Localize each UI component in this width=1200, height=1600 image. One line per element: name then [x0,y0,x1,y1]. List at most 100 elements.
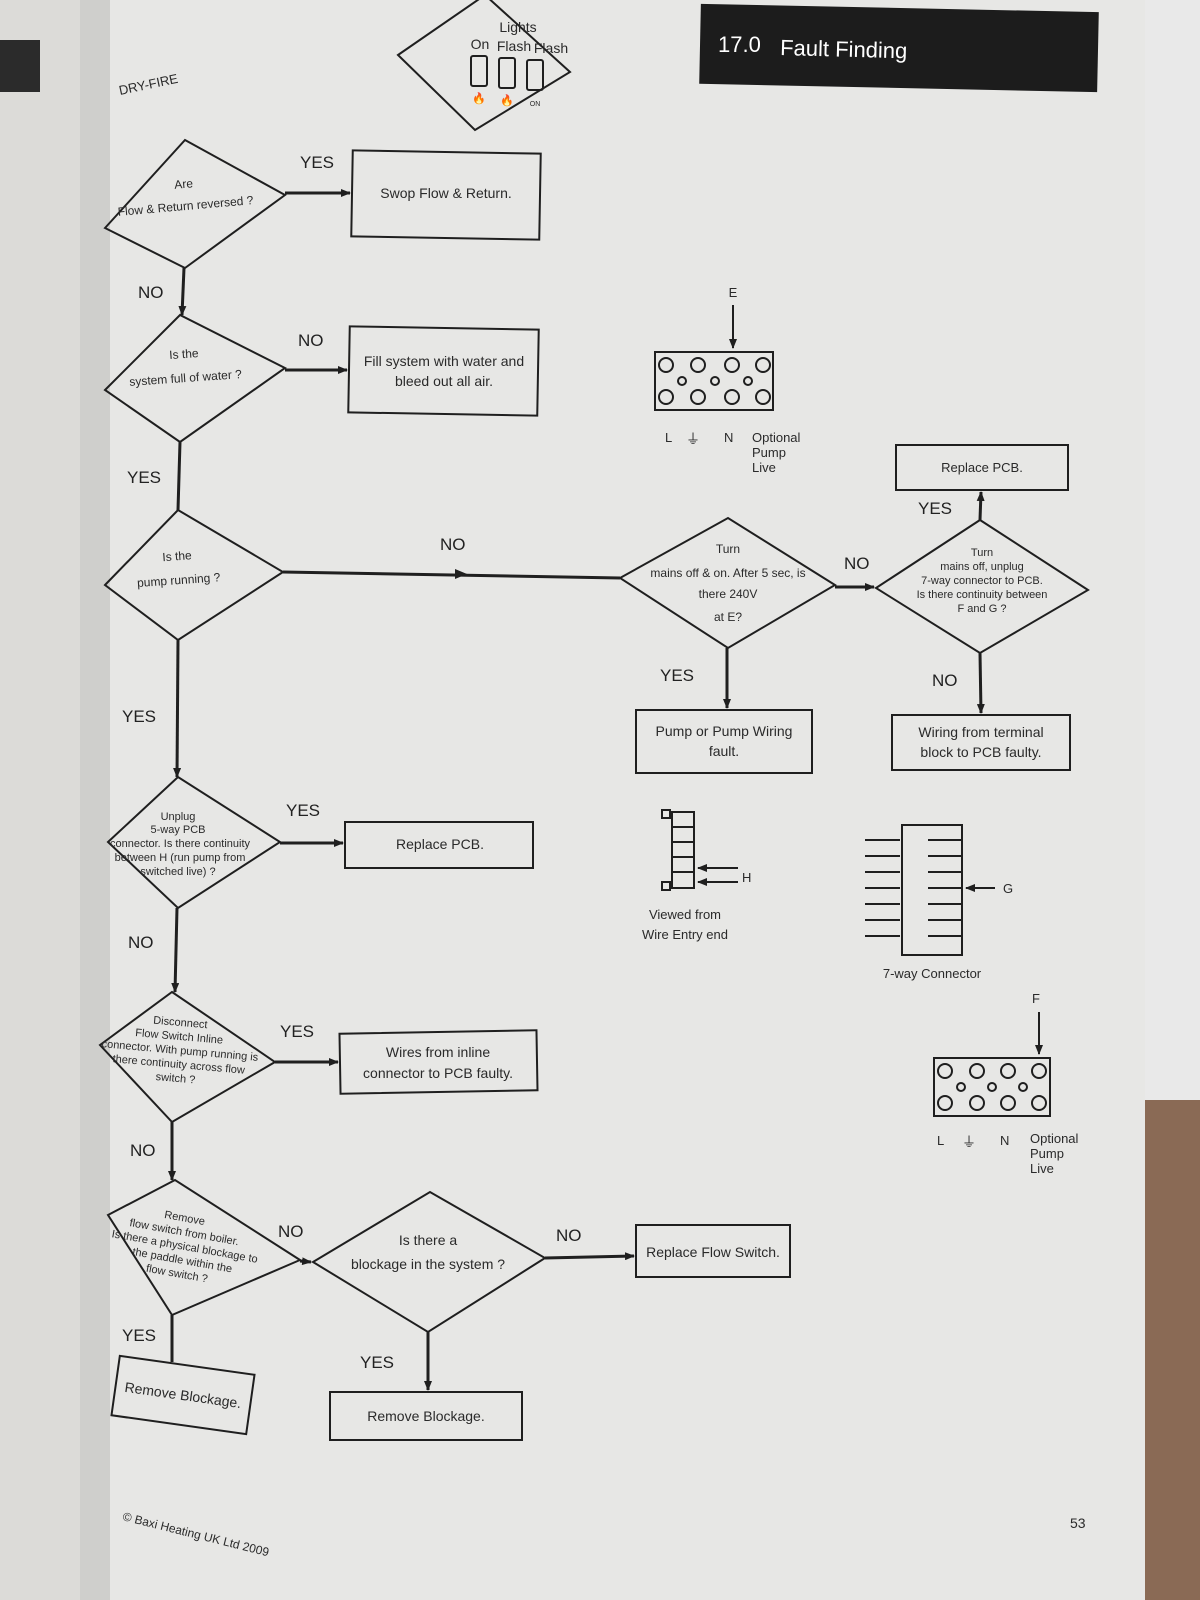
text-line: pump running ? [137,570,221,590]
no-label: NO [556,1226,582,1245]
text-line: Turn [971,547,993,559]
text-line: Swop Flow & Return. [380,185,512,201]
connector-7way: G 7-way Connector [865,824,1013,981]
decision-blockage-in-system: Is there a blockage in the system ? [311,1190,547,1334]
text-line: Live [1030,1161,1054,1176]
no-label: NO [278,1222,304,1241]
text-line: L [665,430,672,445]
text-line: 5-way PCB [150,824,205,836]
text-line: Wiring from terminal [918,724,1043,740]
text-line: Is there continuity between [917,589,1048,601]
text-line: Optional [752,430,801,445]
text-line: there 240V [699,587,758,601]
flame-crossed-icon: 🔥 [472,92,486,105]
yes-label: YES [918,499,952,518]
text-line: Optional [1030,1131,1079,1146]
section-title: Fault Finding [780,35,908,63]
text-line: Viewed from [649,907,721,922]
section-header: 17.0 Fault Finding [699,3,1099,93]
text-line: Replace PCB. [396,836,484,852]
page-sheet [80,0,1145,1600]
text-line: Pump or Pump Wiring [656,723,793,739]
text-line: Wire Entry end [642,927,728,942]
point-g-label: G [1003,881,1013,896]
text-line: mains off & on. After 5 sec, is [650,566,805,580]
light-3 [526,59,544,91]
no-label: NO [138,283,164,302]
text-line: blockage in the system ? [351,1256,505,1272]
text-line: Live [752,460,776,475]
text-line: N [1000,1133,1009,1148]
text-line: Replace PCB. [941,460,1023,475]
text-line: switched live) ? [140,866,215,878]
power-on-icon: ON [530,101,541,108]
light-state-1: On [471,36,490,52]
text-line: Pump [752,445,786,460]
text-line: bleed out all air. [395,373,493,389]
yes-label: YES [280,1022,314,1041]
text-line: Turn [716,542,740,556]
lights-indicator: Lights On Flash Flash 🔥 🔥 ON [396,0,572,132]
point-h-label: H [742,870,751,885]
action-pump-wiring-fault: Pump or Pump Wiring fault. [635,709,813,774]
text-line: connector. Is there continuity [110,838,251,850]
svg-text:Is thepump running ?: Is thepump running ? [135,546,221,590]
text-line: Is there a [399,1232,458,1248]
text-line: between H (run pump from [115,852,246,864]
no-label: NO [128,933,154,952]
earth-icon: ⏚ [686,431,700,447]
text-line: Unplug [161,811,196,823]
section-number: 17.0 [718,32,761,57]
text-line: Is the [169,346,200,362]
action-replace-pcb: Replace PCB. [344,821,534,869]
action-wires-inline-connector: Wires from inline connector to PCB faulty… [338,1029,539,1095]
action-remove-blockage: Remove Blockage. [329,1391,523,1441]
text-line: block to PCB faulty. [920,744,1041,760]
yes-label: YES [300,153,334,172]
point-e-label: E [729,285,738,300]
text-line: Pump [1030,1146,1064,1161]
lights-title: Lights [499,19,536,35]
text-line: mains off, unplug [940,561,1024,573]
earth-icon: ⏚ [962,1134,976,1150]
text-line: Disconnect [153,1015,208,1032]
action-replace-pcb-top: Replace PCB. [895,444,1069,491]
no-label: NO [130,1141,156,1160]
yes-label: YES [286,801,320,820]
text-line: connector to PCB faulty. [363,1065,513,1081]
text-line: fault. [709,743,739,759]
text-line: Replace Flow Switch. [646,1244,780,1260]
light-1 [470,55,488,87]
text-line: L [937,1133,944,1148]
text-line: at E? [714,610,742,624]
action-wiring-terminal-block: Wiring from terminal block to PCB faulty. [891,714,1071,771]
action-replace-flow-switch: Replace Flow Switch. [635,1224,791,1278]
text-line: switch ? [155,1071,196,1086]
no-label: NO [440,535,466,554]
text-line: Are [174,176,194,192]
no-label: NO [844,554,870,573]
left-page-tab [0,40,40,92]
light-2 [498,57,516,89]
decision-continuity-f-g: Turn mains off, unplug 7-way connector to … [874,518,1090,655]
yes-label: YES [122,707,156,726]
text-line: Wires from inline [386,1044,490,1060]
light-state-2: Flash [497,38,531,54]
text-line: F and G ? [958,603,1007,615]
text-line: Remove Blockage. [367,1408,485,1424]
text-line: 7-way connector to PCB. [921,575,1043,587]
action-swop-flow-return: Swop Flow & Return. [350,149,542,241]
